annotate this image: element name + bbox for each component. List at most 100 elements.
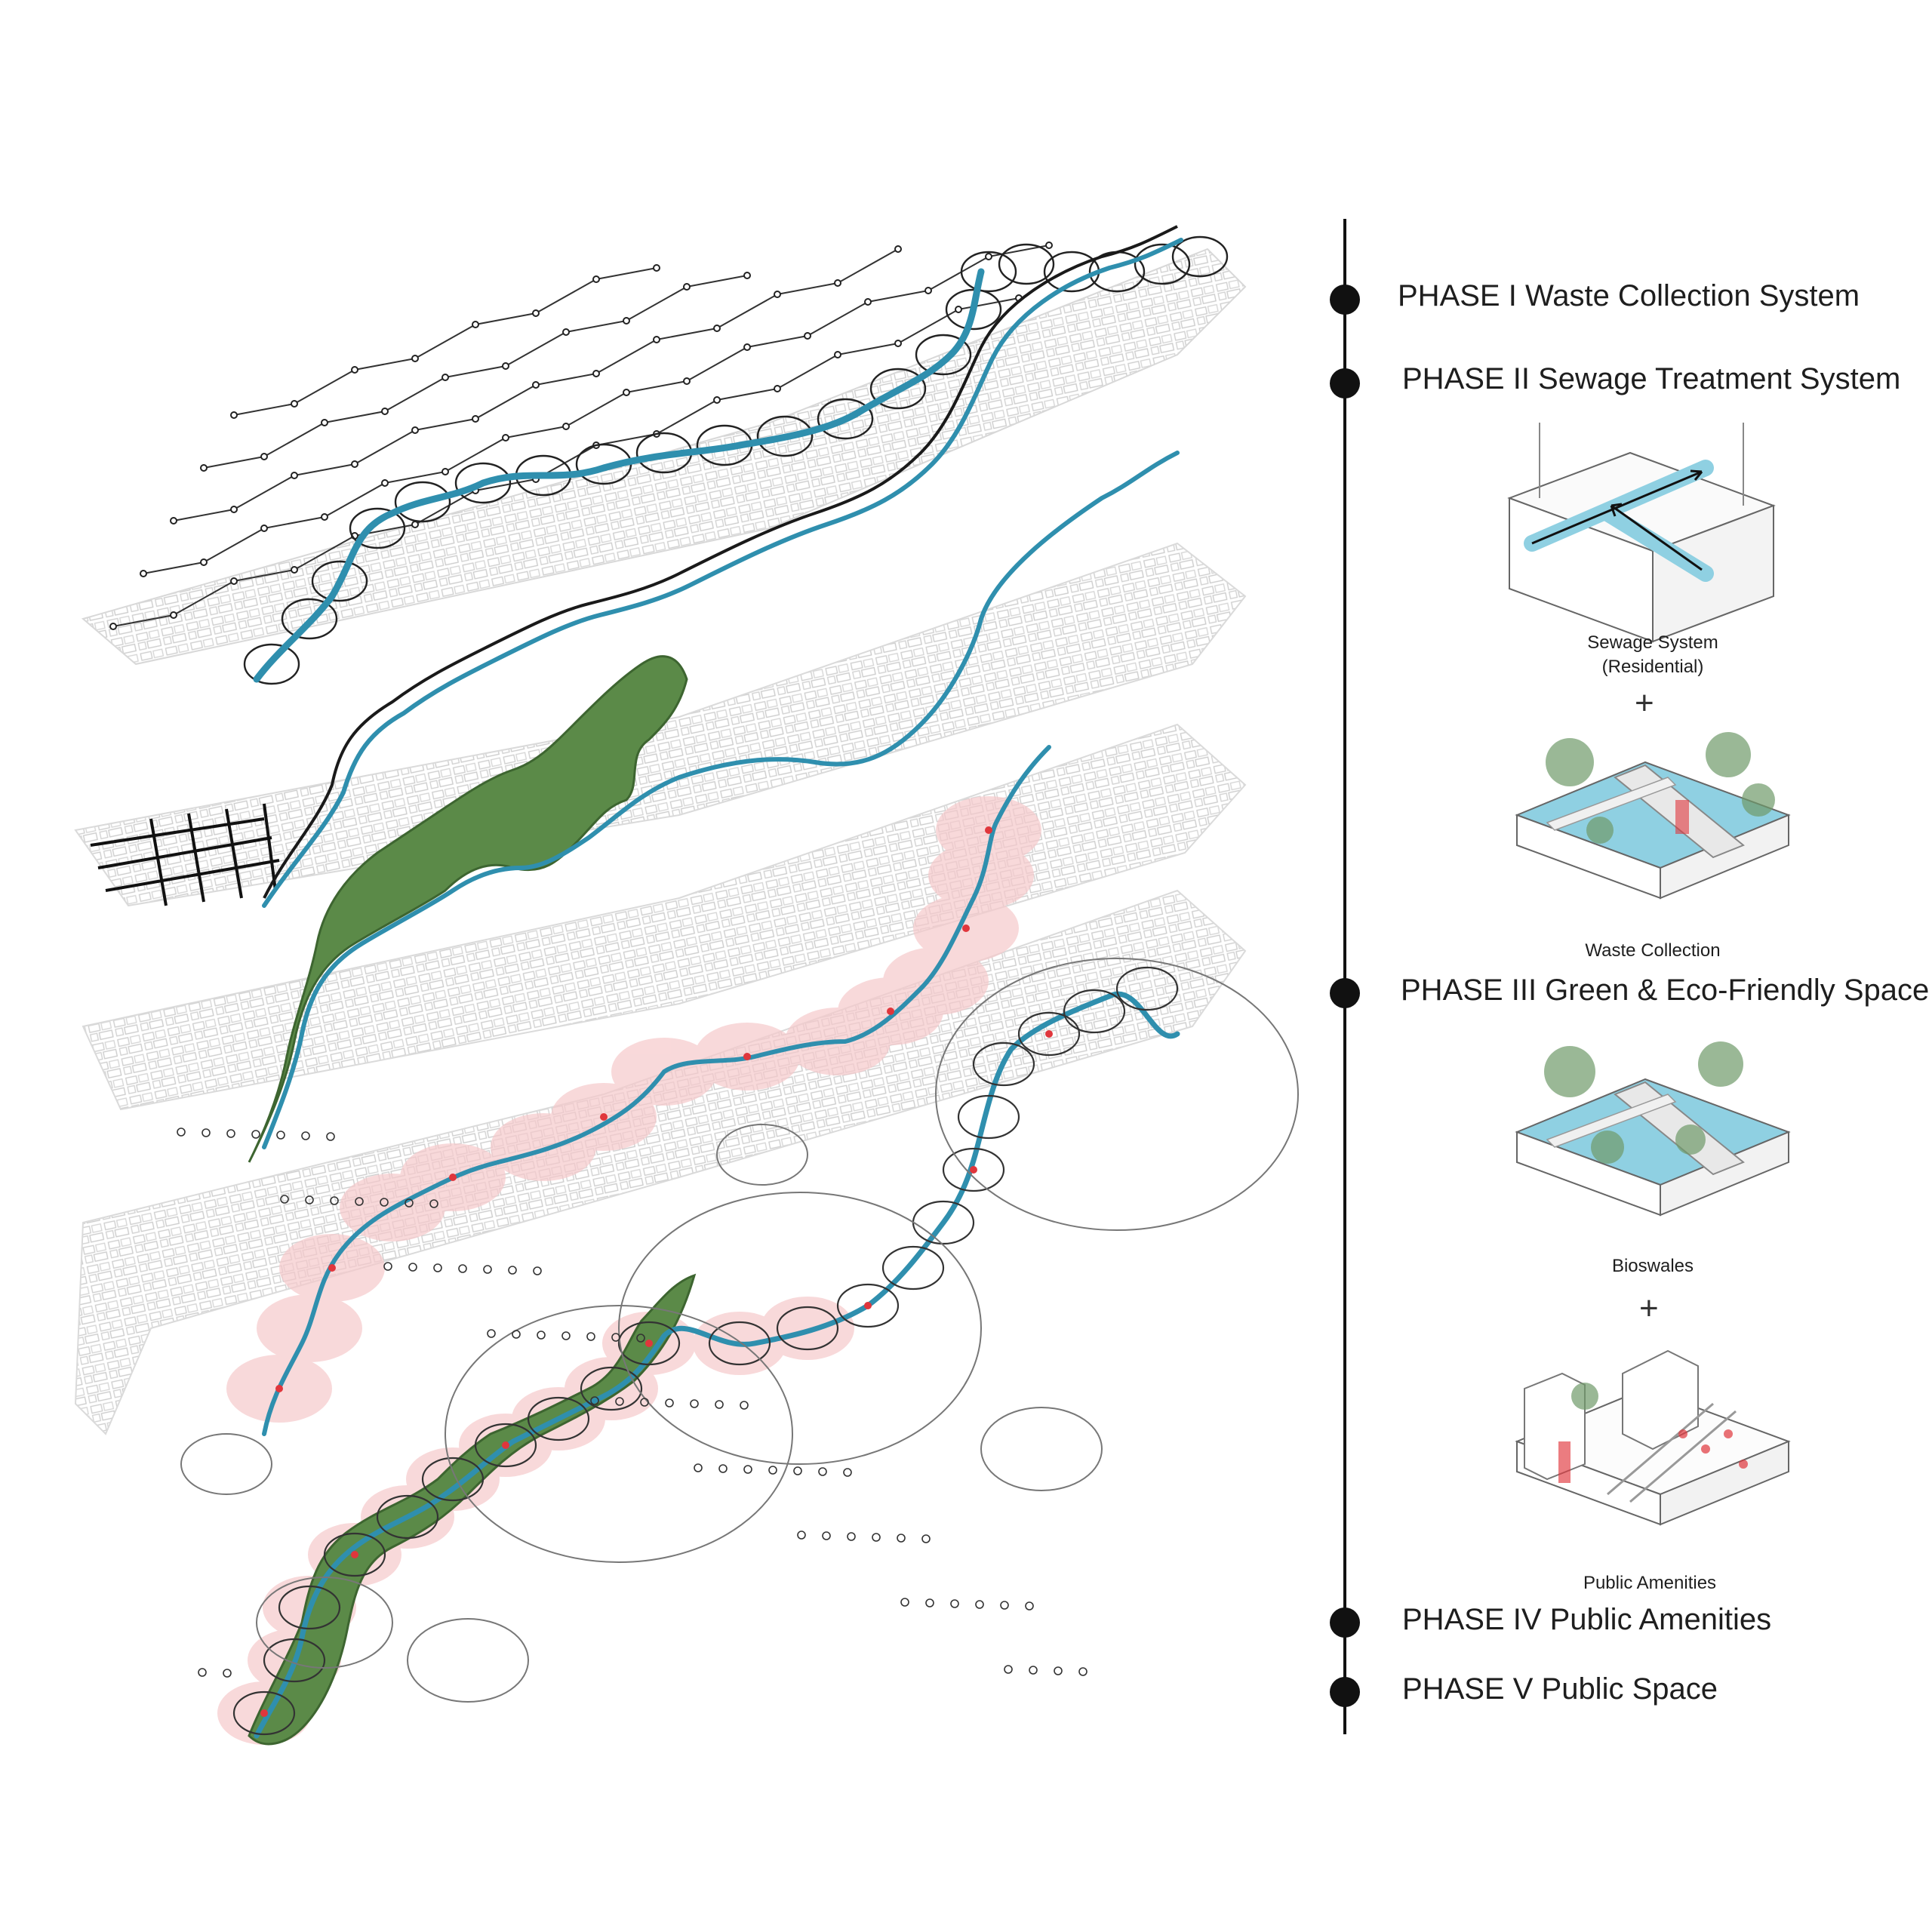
scattered-point	[743, 1465, 752, 1474]
network-node	[894, 245, 902, 253]
scattered-point	[665, 1398, 674, 1407]
scattered-point	[715, 1400, 724, 1409]
public-space-circle	[957, 1094, 1020, 1140]
network-node	[230, 411, 238, 419]
catchment-circle	[960, 251, 1017, 293]
collection-catchment-circles	[243, 235, 1229, 685]
network-node	[804, 332, 811, 340]
amenity-point	[449, 1174, 457, 1181]
network-link	[837, 248, 899, 284]
network-node	[743, 272, 751, 279]
network-link	[173, 509, 235, 521]
network-link	[414, 324, 476, 359]
network-node	[623, 317, 630, 325]
scattered-points	[177, 1128, 1088, 1678]
network-link	[233, 475, 295, 510]
phase-timeline	[1330, 219, 1360, 1734]
amenity-points	[275, 826, 992, 1392]
network-link	[294, 535, 355, 571]
network-link	[233, 569, 295, 582]
river-layer-5	[254, 991, 1180, 1739]
scattered-point	[822, 1531, 831, 1540]
network-link	[475, 312, 537, 325]
network-link	[595, 433, 657, 446]
network-link	[777, 354, 838, 389]
scattered-point	[326, 1132, 335, 1141]
service-radius	[935, 958, 1299, 1231]
catchment-circle	[998, 243, 1055, 285]
network-node	[774, 291, 781, 298]
public-space-circle	[474, 1423, 537, 1468]
network-node	[109, 623, 117, 630]
amenity-point	[743, 1053, 751, 1060]
waste-collection-illustration	[1515, 732, 1791, 900]
phase-1-label: PHASE I Waste Collection System	[1398, 279, 1860, 312]
scattered-point	[950, 1599, 959, 1608]
service-radius	[445, 1305, 793, 1563]
scattered-point	[380, 1198, 389, 1207]
network-link	[324, 411, 386, 423]
network-node	[834, 351, 841, 358]
network-node	[230, 577, 238, 585]
network-node	[321, 513, 328, 521]
network-node	[532, 309, 540, 317]
network-node	[260, 525, 268, 532]
plus-sign-2: +	[1639, 1290, 1659, 1327]
timeline-node-phase-1	[1330, 285, 1360, 315]
public-space-circle	[580, 1366, 643, 1411]
network-link	[746, 335, 808, 348]
public-space-circle	[1115, 966, 1179, 1011]
network-node	[140, 570, 147, 577]
network-node	[1045, 242, 1053, 249]
amenity-point	[275, 1385, 283, 1392]
network-link	[595, 267, 657, 280]
scattered-point	[925, 1598, 934, 1607]
green-corridor-layer-5	[248, 1273, 697, 1746]
public-space-circle	[881, 1245, 945, 1291]
public-space-point	[1045, 1030, 1053, 1038]
scattered-point	[405, 1198, 414, 1208]
public-space-circle	[1063, 989, 1126, 1034]
network-link	[807, 301, 869, 337]
scattered-point	[1025, 1601, 1034, 1611]
network-node	[200, 558, 208, 566]
residential-sewage-grid	[90, 803, 280, 906]
network-link	[837, 343, 899, 355]
network-link	[324, 482, 386, 518]
network-link	[445, 437, 506, 472]
timeline-node-phase-3	[1330, 978, 1360, 1008]
scattered-point	[533, 1266, 542, 1275]
network-link	[143, 561, 205, 574]
network-link	[505, 426, 567, 438]
scattered-point	[508, 1266, 517, 1275]
network-link	[867, 290, 929, 303]
phase-4-label: PHASE IV Public Amenities	[1402, 1603, 1772, 1636]
scattered-point	[483, 1265, 492, 1274]
scattered-point	[330, 1196, 339, 1205]
phase-3-label: PHASE III Green & Eco-Friendly Space	[1401, 974, 1930, 1007]
network-node	[260, 453, 268, 460]
scattered-point	[433, 1263, 442, 1272]
scattered-point	[690, 1399, 699, 1408]
scattered-point	[818, 1467, 827, 1476]
network-link	[414, 490, 476, 525]
network-link	[354, 358, 416, 371]
scattered-point	[768, 1466, 777, 1475]
catchment-circle	[349, 507, 406, 549]
catchment-circle	[454, 462, 512, 504]
scattered-point	[586, 1332, 595, 1341]
catchment-circle	[281, 598, 338, 640]
network-node	[472, 321, 479, 328]
network-link	[626, 286, 688, 321]
scattered-point	[280, 1195, 289, 1204]
network-node	[683, 283, 691, 291]
scattered-point	[202, 1128, 211, 1137]
network-link	[777, 282, 838, 295]
scattered-point	[921, 1534, 931, 1543]
scattered-point	[975, 1600, 984, 1609]
river-layer-2	[263, 225, 1178, 899]
scattered-point	[301, 1131, 310, 1140]
network-node	[321, 419, 328, 426]
network-link	[294, 369, 355, 405]
network-node	[653, 336, 660, 343]
